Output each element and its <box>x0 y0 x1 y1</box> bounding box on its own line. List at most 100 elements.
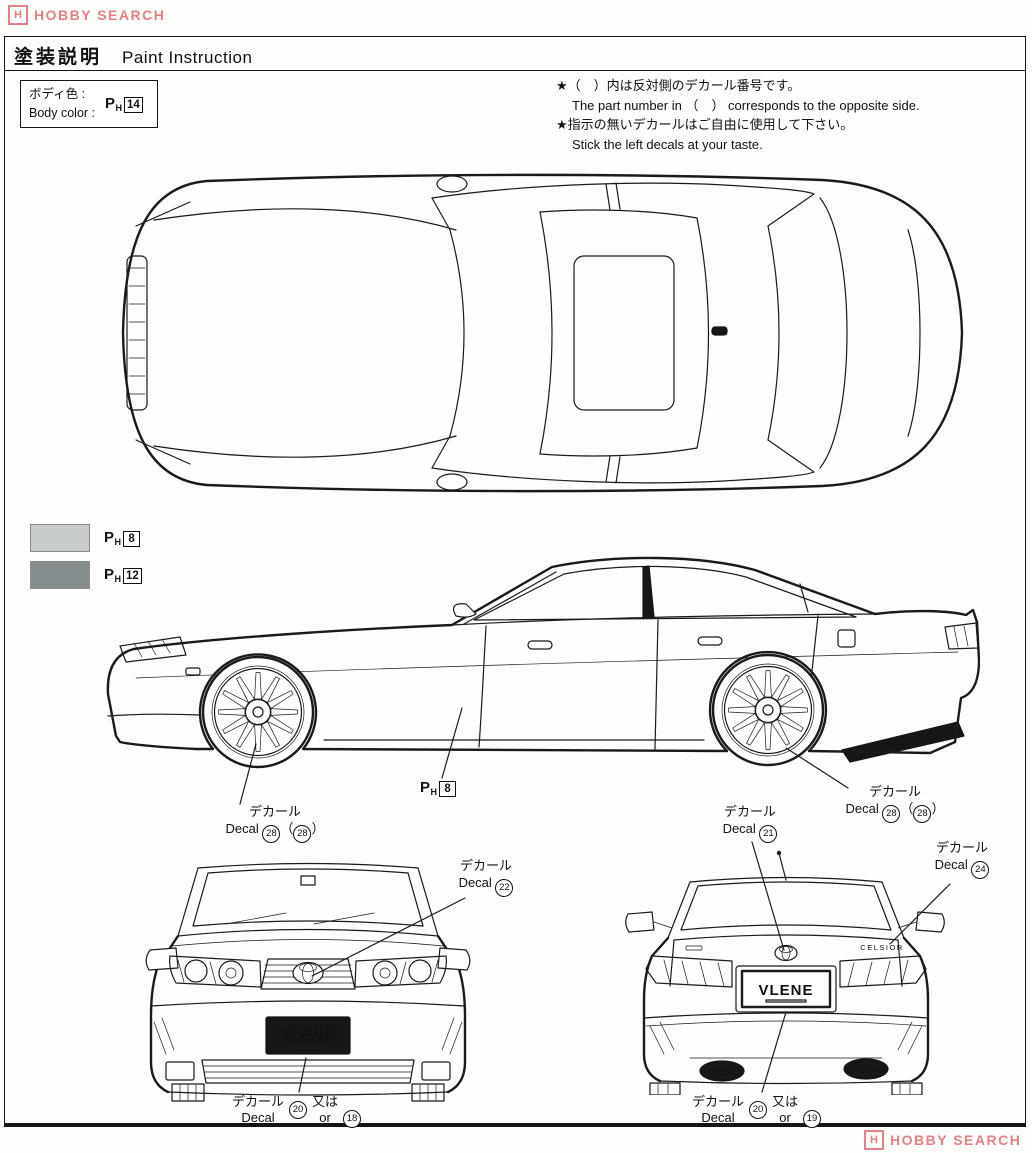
sunroof <box>573 255 675 411</box>
decal-label-jp: デカール <box>868 784 921 799</box>
body-color-labels: ボディ色 : Body color : <box>29 85 95 123</box>
mirror-left <box>625 911 655 933</box>
windshield <box>192 868 424 927</box>
decal-callout-grille-emblem: デカール Decal 22 <box>436 858 536 897</box>
title-japanese: 塗装説明 <box>14 47 103 68</box>
decal-label-jp: デカール <box>692 1094 745 1109</box>
rear-window-rear-edge <box>767 225 780 441</box>
antenna-tip <box>776 850 782 856</box>
front-grille-top <box>126 255 148 411</box>
rear-window-front-edge <box>696 217 710 449</box>
side-glass-outline <box>473 565 857 621</box>
decal-number-21: 21 <box>759 824 778 843</box>
taillight-right <box>839 955 927 988</box>
a-pillar-left <box>177 867 199 937</box>
rear-skirt-trim <box>841 721 965 763</box>
title-underline <box>4 70 1026 71</box>
b-pillar-mark <box>605 183 611 211</box>
front-license-plate: VLENE <box>265 1016 351 1055</box>
front-wheel <box>201 655 315 769</box>
side-mirror <box>453 603 477 618</box>
decal-notes: ★（ ）内は反対側のデカール番号です。 The part number in （… <box>556 76 920 154</box>
paint-h: H <box>115 102 123 113</box>
hood-line-top <box>153 208 457 231</box>
paint-p: P <box>105 94 116 112</box>
b-pillar-mark <box>605 455 611 483</box>
roof-line <box>689 876 883 883</box>
decal-word-stack: デカール Decal <box>692 1094 744 1125</box>
bumper-corner-hatch <box>153 1017 463 1055</box>
paint-number: 8 <box>439 781 457 797</box>
or-stack: 又は or <box>312 1094 338 1125</box>
exhaust-tips <box>699 1058 889 1082</box>
paint-p: P <box>104 566 115 583</box>
decal-label-jp: デカール <box>232 1094 285 1109</box>
or-stack: 又は or <box>772 1094 798 1125</box>
taillight-left <box>645 955 733 988</box>
rearview-mirror <box>300 875 316 886</box>
rear-door-seam <box>654 619 659 750</box>
paint-h: H <box>114 537 122 547</box>
hobbysearch-logo-text: HOBBY SEARCH <box>890 1132 1022 1148</box>
front-plate-text: VLENE <box>280 1027 335 1044</box>
note-1-en: The part number in （ ） corresponds to th… <box>572 97 920 113</box>
c-pillar-bottom <box>767 439 815 473</box>
roof-rail-top <box>539 209 698 219</box>
a-pillar-top <box>431 197 451 231</box>
decal-label-jp: デカール <box>935 840 988 855</box>
trunk-seam-left <box>669 939 675 987</box>
headlight-seam-bottom <box>135 439 191 465</box>
decal-label-jp: デカール <box>459 858 512 873</box>
front-door-handle <box>527 640 553 650</box>
or-label-en: or <box>779 1109 791 1125</box>
headlight-seam-top <box>135 201 191 227</box>
trunk-spoiler-line <box>673 934 899 941</box>
decal-callout-rear-wheel: デカール Decal 28（28） <box>815 784 975 823</box>
a-pillar-bottom <box>431 435 451 469</box>
side-mirror-bottom <box>436 473 468 491</box>
rear-wheel <box>711 653 825 767</box>
side-window-edge-bottom <box>431 467 815 484</box>
decal-label-en: Decal 21 <box>700 821 800 843</box>
lower-intake <box>165 1059 451 1084</box>
decal-number-28-opposite: 28 <box>913 804 932 823</box>
front-grille <box>260 958 356 990</box>
mirror-left <box>145 947 179 971</box>
color-swatch-light <box>30 524 90 552</box>
toyota-emblem-rear <box>774 944 798 962</box>
hood-edge <box>177 928 439 937</box>
decal-label-jp: デカール <box>248 804 301 819</box>
decal-number-22: 22 <box>495 878 514 897</box>
side-window-edge-top <box>431 182 815 199</box>
side-marker <box>185 667 201 676</box>
decal-callout-front-plate: デカール Decal 20 又は or 18 <box>232 1094 362 1128</box>
mirror-stalk-right <box>897 921 917 929</box>
decal-label-jp: デカール <box>723 804 776 819</box>
mirror-right <box>437 947 471 971</box>
plate-subtext-line <box>289 1045 327 1050</box>
hood-line-bottom <box>153 435 457 458</box>
paren-open: （ <box>900 800 914 816</box>
b-pillar-mark <box>615 182 621 210</box>
page-title: 塗装説明 Paint Instruction <box>14 42 252 69</box>
decal-label-en: Decal <box>701 1109 735 1125</box>
toyota-emblem-front <box>292 961 324 985</box>
left-badge <box>685 945 703 951</box>
color-swatch-dark <box>30 561 90 589</box>
plate-subtext-line <box>765 999 807 1003</box>
quarter-seam <box>810 615 819 681</box>
rear-license-plate: VLENE <box>735 965 837 1013</box>
decal-word: Decal <box>722 820 756 836</box>
paren-close: ） <box>311 820 325 836</box>
decal-number-18: 18 <box>343 1109 362 1128</box>
antenna <box>799 583 809 613</box>
c-pillar-left <box>667 881 691 939</box>
title-english: Paint Instruction <box>122 48 253 67</box>
front-bumper-lip <box>107 713 201 717</box>
decal-word: Decal <box>934 856 968 872</box>
car-top-view-drawing <box>121 173 964 493</box>
taillight-side <box>944 622 979 650</box>
decal-callout-rear-plate: デカール Decal 20 又は or 19 <box>692 1094 822 1128</box>
